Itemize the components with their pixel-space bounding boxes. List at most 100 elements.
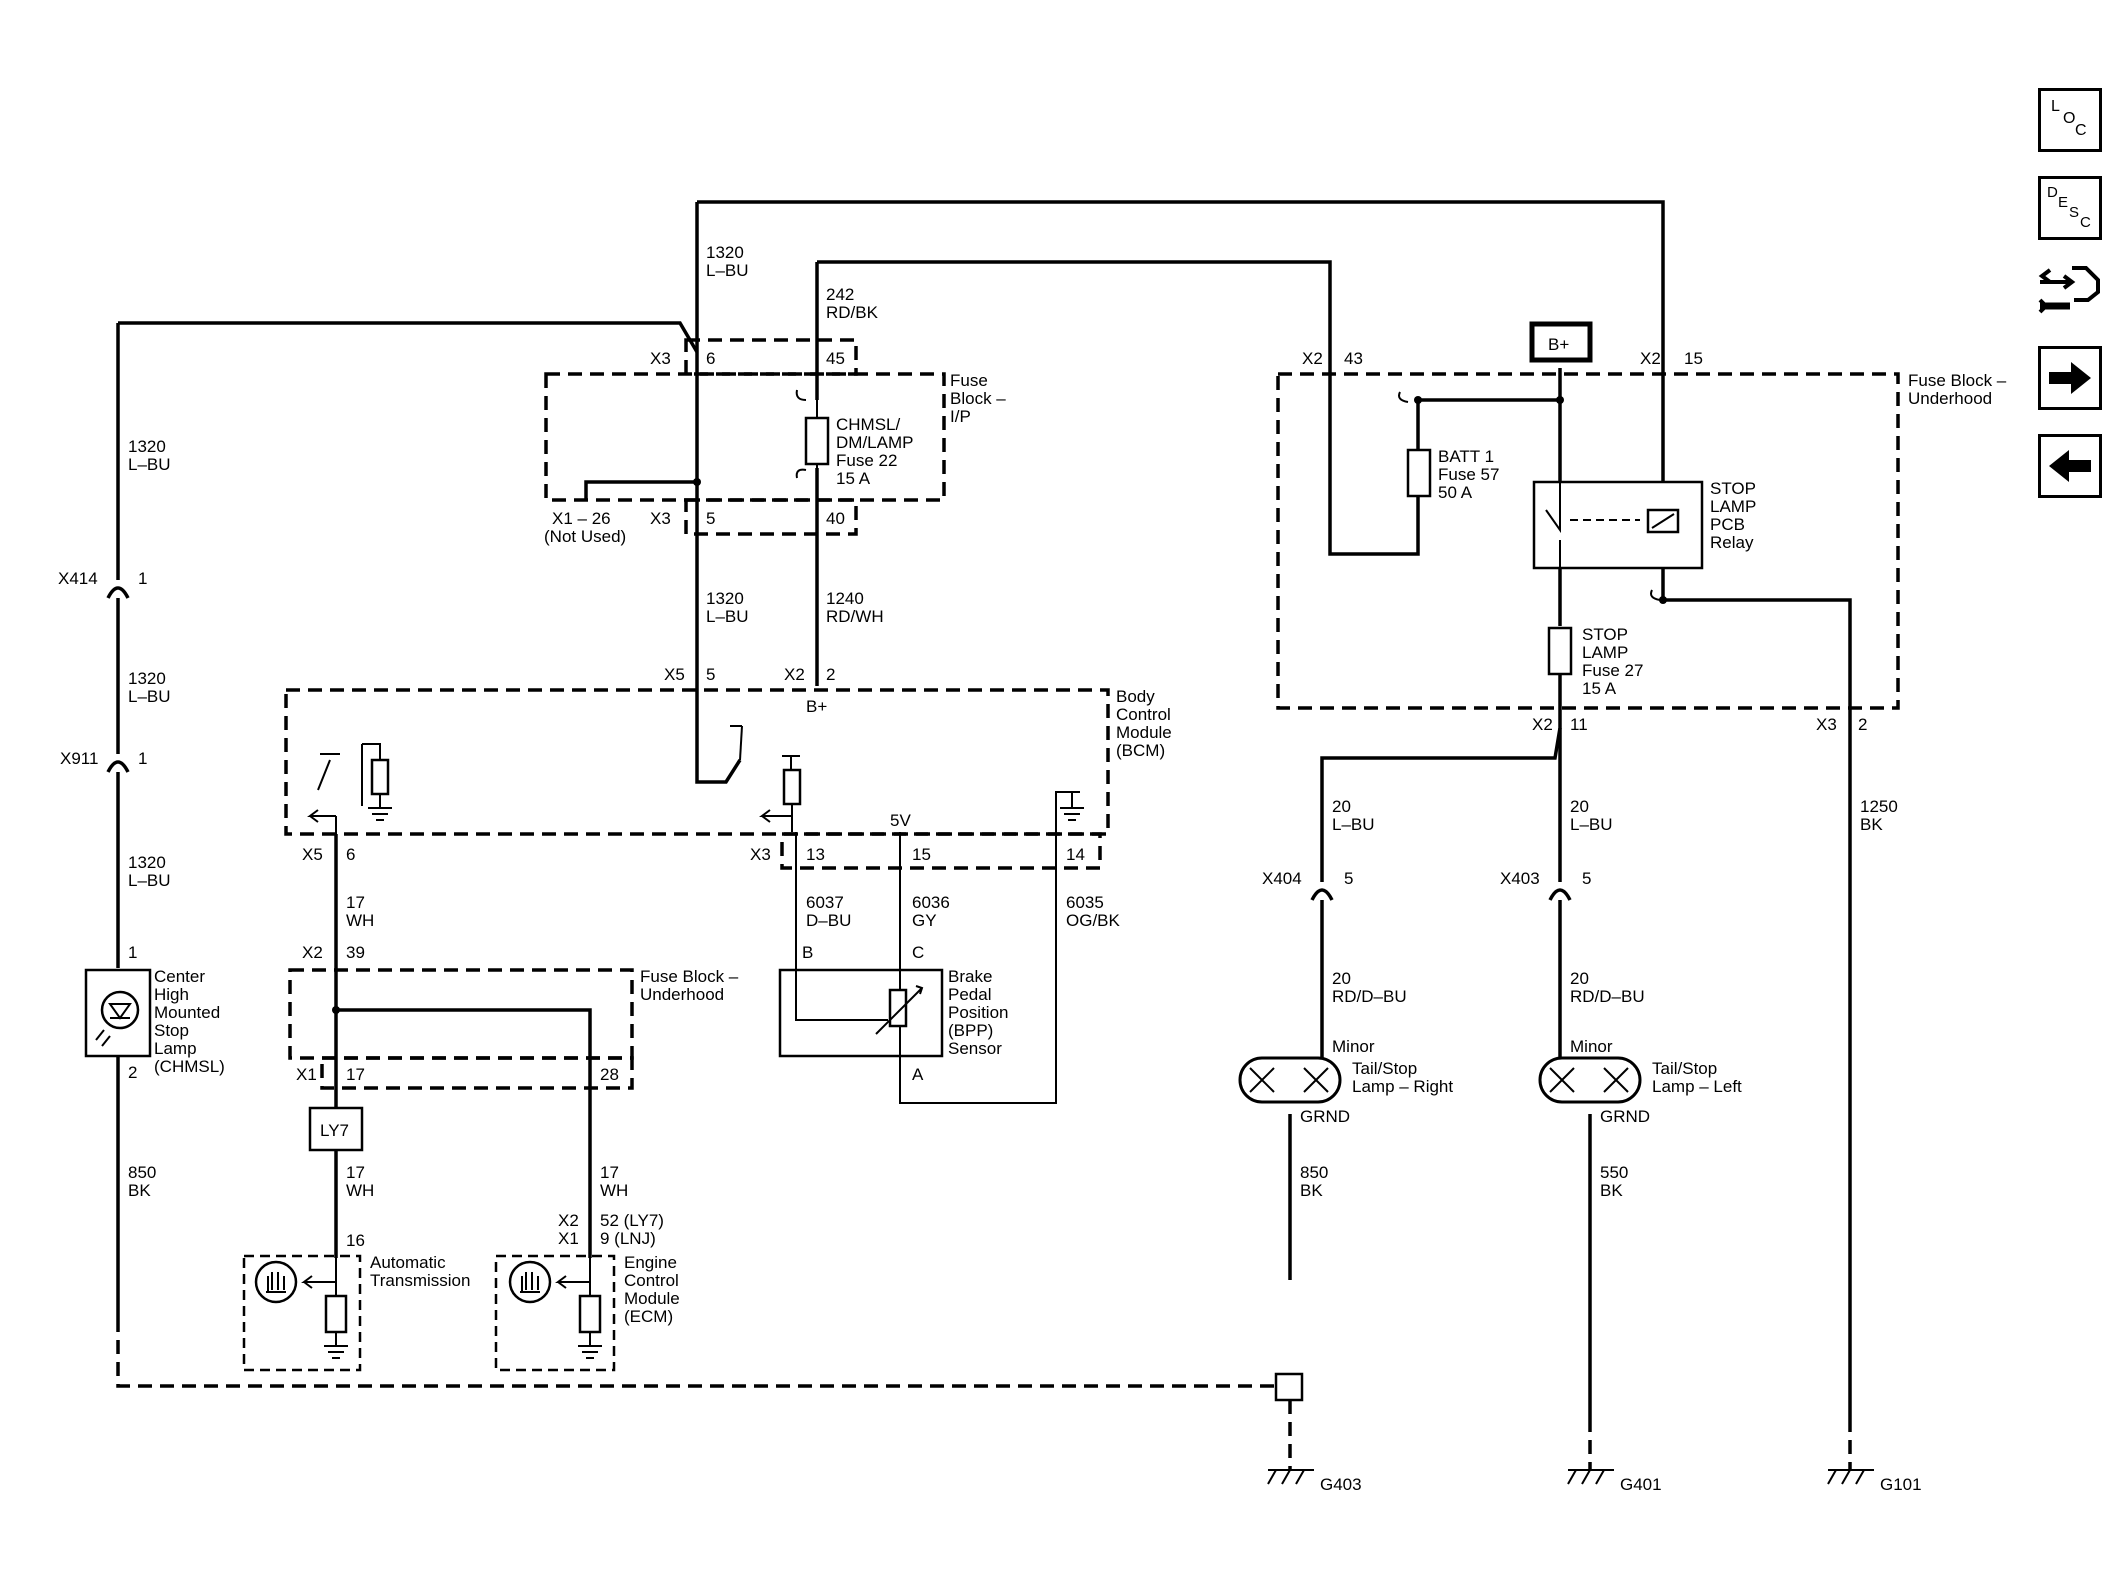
fuse-57-symbol: [1406, 448, 1432, 498]
description-view-button[interactable]: D E S C: [2038, 176, 2102, 240]
junctions: [332, 396, 1667, 1014]
label-pin-39: 39: [346, 943, 365, 962]
label-pin-1-x911: 1: [138, 749, 147, 768]
label-pin-b: B: [802, 943, 813, 962]
label-pin-5-x403: 5: [1582, 869, 1591, 888]
next-page-button[interactable]: [2038, 346, 2102, 410]
automatic-transmission-box: [242, 1254, 362, 1372]
bpp-sensor-box: [778, 968, 944, 1058]
label-g403: G403: [1320, 1475, 1362, 1494]
label-pin-43: 43: [1344, 349, 1363, 368]
x404-connector: [1310, 888, 1334, 901]
label-grnd-right: GRND: [1300, 1107, 1350, 1126]
svg-text:S: S: [2069, 204, 2079, 221]
label-x5-top: X5: [664, 665, 685, 684]
label-pin-c: C: [912, 943, 924, 962]
label-pin-5-top: 5: [706, 665, 715, 684]
label-pin-45: 45: [826, 349, 845, 368]
label-x911: X911: [60, 749, 98, 768]
label-x2-43: X2: [1302, 349, 1323, 368]
svg-text:C: C: [2080, 214, 2091, 231]
label-pin-5a: 5: [706, 509, 715, 528]
label-x3-2: X3: [1816, 715, 1837, 734]
fuse-27-symbol: [1547, 626, 1573, 676]
location-view-button[interactable]: L O C: [2038, 88, 2102, 152]
label-x2-bcm: X2: [784, 665, 805, 684]
label-pin-a: A: [912, 1065, 924, 1084]
label-x5-6: X5: [302, 845, 323, 864]
label-5v: 5V: [890, 811, 911, 830]
label-pin-40: 40: [826, 509, 845, 528]
label-pin-2-chmsl: 2: [128, 1063, 137, 1082]
fuse-block-ip-connector-x3-top: [684, 338, 858, 376]
label-x1-26: X1 – 26(Not Used): [544, 509, 626, 546]
previous-page-button[interactable]: [2038, 434, 2102, 498]
desc-icon: D E S C: [2047, 184, 2091, 231]
label-g401: G401: [1620, 1475, 1662, 1494]
label-pin-16: 16: [346, 1231, 365, 1250]
label-pin-15a: 15: [1684, 349, 1703, 368]
x911-connector: [106, 760, 130, 773]
label-pin-11: 11: [1570, 715, 1588, 734]
label-x2-39: X2: [302, 943, 323, 962]
tail-lamp-right-symbol: [1238, 1056, 1342, 1104]
label-pin-6-x5: 6: [346, 845, 355, 864]
label-pin-13: 13: [806, 845, 825, 864]
label-pin-17: 17: [346, 1065, 365, 1084]
label-pin-6: 6: [706, 349, 715, 368]
bcm-connector-x3: [780, 832, 1102, 870]
label-minor-right: Minor: [1332, 1037, 1375, 1056]
label-x3-bottom: X3: [650, 509, 671, 528]
components: [84, 321, 1874, 1485]
bcm-pullup-resistor: [370, 758, 390, 796]
label-ecm-pins: 52 (LY7)9 (LNJ): [600, 1211, 664, 1248]
x403-connector: [1548, 888, 1572, 901]
label-x3-13: X3: [750, 845, 771, 864]
bpp-potentiometer: [888, 988, 908, 1028]
bcm-box: [284, 688, 1110, 836]
fuse-22-symbol: [804, 416, 830, 466]
arrow-right-icon: [2049, 362, 2091, 394]
hand-icon-ecm: [508, 1260, 552, 1304]
connector-wrench-icon: [2038, 266, 2100, 314]
hand-icon-transmission: [254, 1260, 298, 1304]
label-x2-15: X2: [1640, 349, 1661, 368]
arrow-left-icon: [2049, 450, 2091, 482]
chmsl-lamp-icon: [100, 990, 140, 1030]
label-pin-2-x3: 2: [1858, 715, 1867, 734]
label-pin-1-chmsl: 1: [128, 943, 137, 962]
label-grnd-left: GRND: [1600, 1107, 1650, 1126]
loc-icon: L O C: [2051, 98, 2087, 139]
label-g101: G101: [1880, 1475, 1922, 1494]
label-pin-15-bcm: 15: [912, 845, 931, 864]
connector-tools-button[interactable]: [2034, 260, 2106, 324]
bplus-box: [1529, 321, 1593, 363]
